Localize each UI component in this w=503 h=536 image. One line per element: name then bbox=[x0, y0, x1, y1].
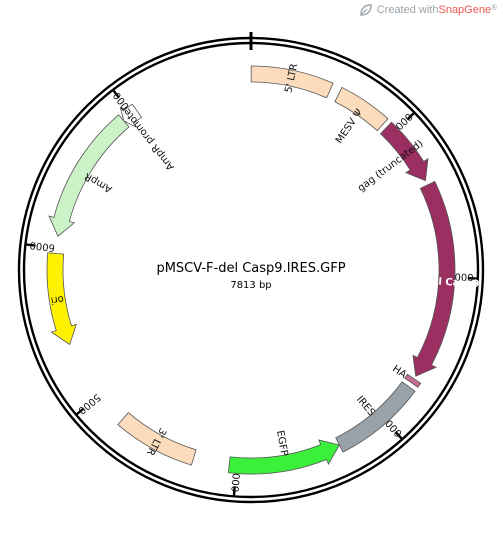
feature-label-ampr-promoter: AmpR promoter bbox=[119, 102, 177, 172]
feature-mesv bbox=[334, 86, 389, 132]
tick-5000 bbox=[75, 407, 85, 416]
plasmid-name: pMSCV-F-del Casp9.IRES.GFP bbox=[156, 261, 345, 276]
feature-ampr bbox=[48, 114, 130, 237]
feature-3-ltr bbox=[117, 411, 197, 466]
feature-ampr-promoter bbox=[119, 103, 143, 128]
feature-egfp bbox=[227, 439, 340, 475]
snapgene-leaf-icon bbox=[359, 3, 373, 17]
tick-7000 bbox=[111, 89, 120, 99]
feature-label-egfp: EGFP bbox=[274, 430, 289, 457]
feature-label-f-del-casp9: F-del Casp9 bbox=[413, 275, 479, 290]
feature-ori bbox=[46, 252, 77, 346]
watermark-mark: ® bbox=[491, 2, 497, 12]
feature-ha bbox=[404, 373, 422, 388]
feature-gag-truncated bbox=[379, 121, 429, 182]
feature-label-ori: ori bbox=[50, 293, 65, 306]
tick-label-6000: 6000 bbox=[29, 239, 56, 253]
feature-ires bbox=[335, 381, 416, 453]
tick-label-2000: 2000 bbox=[448, 272, 474, 284]
plasmid-length: 7813 bp bbox=[230, 280, 271, 291]
snapgene-watermark: Created with SnapGene ® bbox=[359, 2, 497, 18]
feature-label-ampr: AmpR bbox=[83, 170, 114, 194]
tick-label-5000: 5000 bbox=[76, 391, 103, 416]
feature-f-del-casp9 bbox=[412, 180, 456, 377]
watermark-prefix: Created with bbox=[376, 4, 439, 16]
feature-5-ltr bbox=[250, 65, 334, 99]
feature-label-mesv: MESV Ψ bbox=[334, 107, 365, 146]
tick-6000 bbox=[25, 243, 36, 247]
tick-4000 bbox=[232, 486, 236, 497]
tick-3000 bbox=[394, 431, 404, 441]
watermark-brand: SnapGene bbox=[438, 4, 492, 16]
tick-1000 bbox=[406, 111, 416, 121]
